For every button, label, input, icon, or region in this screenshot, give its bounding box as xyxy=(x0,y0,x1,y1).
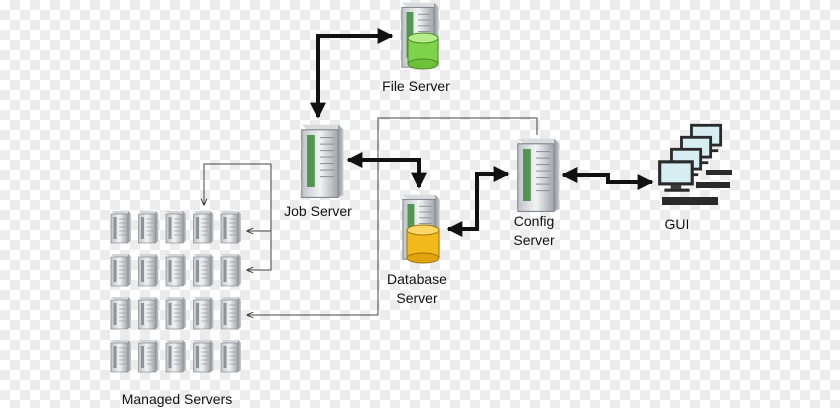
managed-server-icon xyxy=(165,296,187,330)
managed-server-icon xyxy=(193,253,214,287)
managed-server-icon xyxy=(220,210,242,244)
managed-server-icon xyxy=(138,339,159,373)
database-server-label-line2: Server xyxy=(396,290,438,306)
managed-server-icon xyxy=(193,339,214,373)
managed-server-icon xyxy=(193,210,214,244)
arrow-file-job xyxy=(310,28,394,119)
config-server-node: Config Server xyxy=(513,137,561,248)
file-server-label: File Server xyxy=(382,78,450,94)
config-server-tower-icon xyxy=(517,137,561,213)
database-server-disk-icon xyxy=(406,224,440,264)
database-server-node: Database Server xyxy=(387,194,447,306)
managed-servers-grid xyxy=(110,210,242,373)
managed-server-icon xyxy=(165,210,187,244)
managed-server-icon xyxy=(138,210,159,244)
managed-servers-label: Managed Servers xyxy=(122,391,233,407)
managed-server-icon xyxy=(110,253,132,287)
managed-server-icon xyxy=(193,296,214,330)
managed-server-icon xyxy=(110,339,132,373)
managed-server-icon xyxy=(220,253,242,287)
managed-server-icon xyxy=(138,253,159,287)
arrow-database-config xyxy=(446,166,510,237)
managed-server-icon xyxy=(165,253,187,287)
job-server-node: Job Server xyxy=(284,123,352,219)
job-server-label: Job Server xyxy=(284,203,352,219)
managed-server-icon xyxy=(110,296,132,330)
managed-server-icon xyxy=(220,339,242,373)
gui-node: GUI xyxy=(658,123,732,232)
managed-server-icon xyxy=(220,296,242,330)
gui-keyboard-icon xyxy=(662,170,732,205)
gui-label: GUI xyxy=(665,216,690,232)
bold-arrows xyxy=(310,28,654,237)
gui-monitor-icon xyxy=(658,160,694,192)
connector-job-to-managed-row2 xyxy=(247,231,272,270)
connector-job-to-managed-top xyxy=(204,163,271,205)
managed-server-icon xyxy=(110,210,132,244)
file-server-node: File Server xyxy=(382,2,450,94)
arrow-config-gui xyxy=(561,167,654,190)
database-server-label-line1: Database xyxy=(387,271,447,287)
file-server-disk-icon xyxy=(407,32,439,70)
managed-server-icon xyxy=(138,296,159,330)
arrow-job-database xyxy=(346,152,427,189)
connector-lines xyxy=(204,117,538,315)
managed-server-icon xyxy=(165,339,187,373)
config-server-label-line2: Server xyxy=(513,232,555,248)
connector-job-to-managed-row1 xyxy=(247,164,272,231)
config-server-label-line1: Config xyxy=(514,213,554,229)
managed-servers-node: Managed Servers xyxy=(110,210,242,407)
job-server-tower-icon xyxy=(301,123,345,199)
